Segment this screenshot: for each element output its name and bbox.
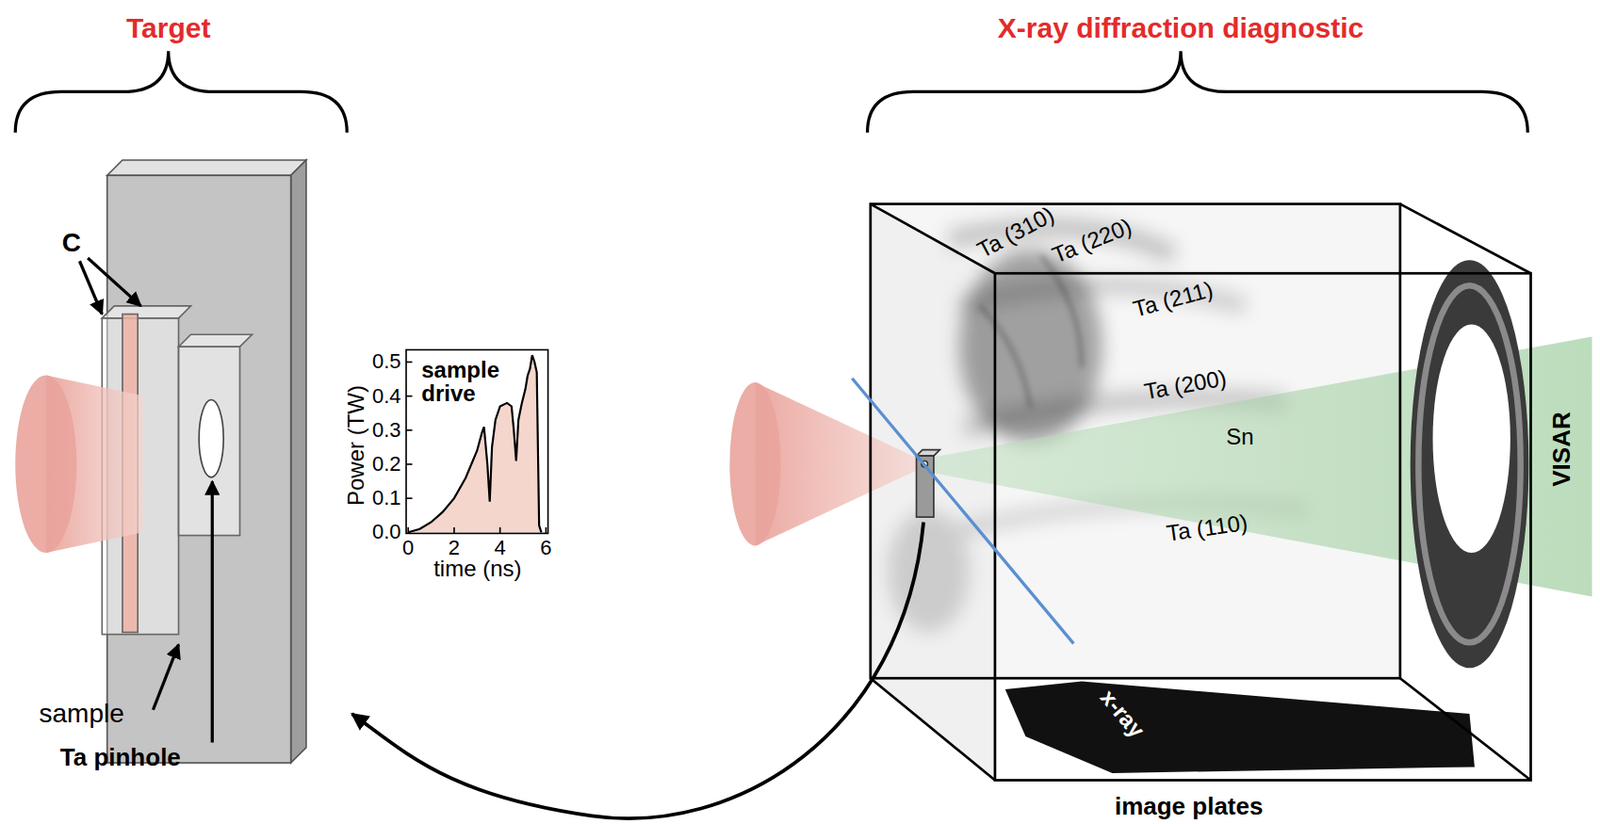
tick-label: 0.4 bbox=[372, 385, 402, 409]
target-layers bbox=[179, 346, 241, 536]
peak-label: Ta (220) bbox=[1048, 213, 1136, 268]
bracket bbox=[867, 50, 1529, 133]
section-heading: Target bbox=[126, 12, 211, 44]
visar-image bbox=[1433, 324, 1511, 554]
tick-label: 0.3 bbox=[372, 419, 402, 442]
power-plot bbox=[406, 361, 412, 364]
diffraction-signal bbox=[887, 510, 970, 634]
tick-label: 4 bbox=[494, 536, 507, 559]
beam-label: x-ray bbox=[1095, 685, 1150, 744]
bracket bbox=[15, 50, 1528, 133]
laser-cone bbox=[15, 375, 143, 554]
leader-arrow bbox=[152, 644, 179, 710]
box-outline bbox=[1400, 204, 1532, 275]
box-outline bbox=[870, 204, 1532, 782]
box-outline bbox=[870, 678, 996, 781]
power-plot bbox=[406, 463, 412, 466]
peak-label: Ta (110) bbox=[1165, 510, 1250, 547]
part-label: Ta pinhole bbox=[60, 743, 181, 771]
tick-label: 0 bbox=[402, 536, 414, 559]
x-ray-beam bbox=[851, 378, 1074, 645]
box-outline bbox=[995, 273, 1532, 781]
power-plot bbox=[499, 527, 502, 534]
link-arrow bbox=[352, 522, 924, 819]
peak-label: Ta (211) bbox=[1130, 277, 1216, 323]
tick-label: 2 bbox=[448, 536, 460, 559]
target-icon bbox=[916, 450, 941, 457]
diffraction-lines bbox=[1041, 255, 1082, 368]
leader-arrow bbox=[87, 258, 141, 307]
visar-image bbox=[1418, 285, 1520, 643]
illustration bbox=[15, 50, 1592, 819]
power-plot bbox=[545, 527, 548, 534]
tick-label: 0.0 bbox=[372, 521, 402, 544]
laser-cone bbox=[15, 375, 77, 554]
part-label: sample bbox=[38, 700, 124, 730]
leader-arrow bbox=[211, 481, 214, 743]
bracket bbox=[15, 50, 347, 133]
diagnostic-label: VISAR bbox=[1548, 411, 1576, 487]
power-plot bbox=[408, 355, 541, 533]
target-layers bbox=[198, 400, 224, 478]
power-plot bbox=[406, 349, 549, 534]
part-label: C bbox=[62, 228, 82, 258]
laser-cone bbox=[729, 382, 781, 546]
axis-title: Power (TW) bbox=[343, 385, 369, 507]
section-heading: X-ray diffraction diagnostic bbox=[997, 12, 1364, 44]
tick-label: 0.1 bbox=[372, 487, 402, 510]
tick-label: 6 bbox=[539, 536, 552, 559]
laser-cone bbox=[729, 382, 924, 546]
peak-label: Ta (310) bbox=[973, 202, 1059, 264]
tick-label: 0.5 bbox=[372, 350, 402, 374]
target-layers bbox=[179, 334, 253, 347]
axis-title: time (ns) bbox=[433, 556, 522, 582]
target-layers bbox=[101, 306, 191, 319]
power-plot bbox=[406, 497, 412, 500]
power-plot bbox=[406, 395, 412, 398]
target-plate bbox=[291, 160, 307, 764]
power-plot bbox=[407, 527, 409, 534]
part-label: image plates bbox=[1114, 792, 1264, 820]
peak-label: Sn bbox=[1225, 424, 1254, 449]
target-plate bbox=[107, 160, 307, 176]
box-outline bbox=[870, 204, 1401, 680]
plot-label: sample drive bbox=[421, 358, 516, 406]
image-plate-signal bbox=[1005, 681, 1475, 773]
power-plot bbox=[408, 355, 541, 533]
power-plot bbox=[453, 527, 456, 534]
leader-arrow bbox=[79, 258, 213, 743]
tick-label: 0.2 bbox=[372, 453, 402, 476]
visar-image bbox=[1410, 260, 1530, 669]
diffraction-lines bbox=[979, 306, 1031, 409]
visar-image bbox=[1410, 260, 1530, 669]
box-outline bbox=[1400, 678, 1532, 781]
power-plot bbox=[406, 349, 549, 534]
power-plot bbox=[406, 429, 412, 432]
peak-label: Ta (200) bbox=[1142, 366, 1229, 406]
